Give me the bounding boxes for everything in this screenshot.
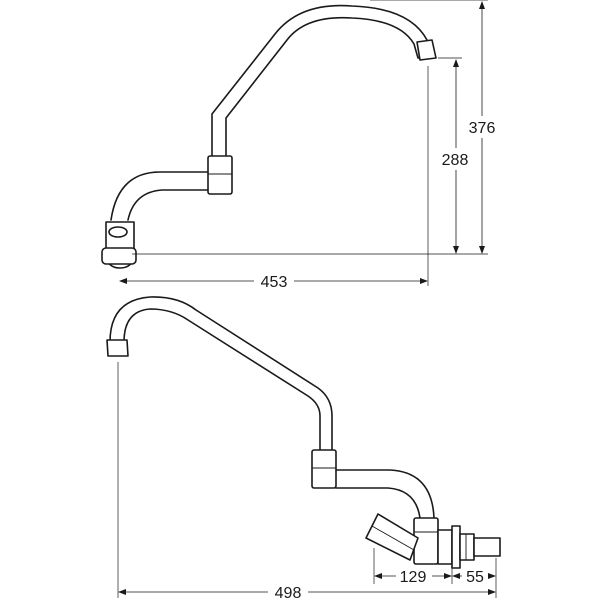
top-tap-drawing [101, 4, 437, 269]
top-lower-arm [110, 171, 209, 221]
bottom-spout-nozzle [106, 339, 129, 357]
dim-label-498: 498 [275, 585, 302, 600]
top-dimensions: 376 288 453 [119, 0, 498, 291]
bottom-tap-drawing [106, 296, 501, 569]
bottom-spout-tube [109, 296, 333, 453]
dim-label-453: 453 [261, 274, 288, 291]
bottom-backnut [437, 529, 453, 565]
bottom-dimensions: 498 129 55 [117, 362, 497, 600]
top-spout-nozzle [416, 39, 437, 61]
dim-label-129: 129 [400, 569, 427, 586]
bottom-swivel-collar [311, 449, 337, 489]
bottom-connector [473, 537, 501, 557]
bottom-flange [451, 525, 461, 569]
dim-label-55: 55 [466, 569, 484, 586]
top-wall-flange [101, 247, 137, 265]
bottom-threaded-tail [459, 533, 475, 561]
top-swivel-collar [207, 155, 233, 195]
bottom-lower-arm [335, 469, 435, 519]
top-spout-tube [211, 4, 432, 159]
top-body-nut [108, 226, 128, 238]
dim-label-288: 288 [442, 152, 469, 169]
dim-label-376: 376 [469, 120, 496, 137]
